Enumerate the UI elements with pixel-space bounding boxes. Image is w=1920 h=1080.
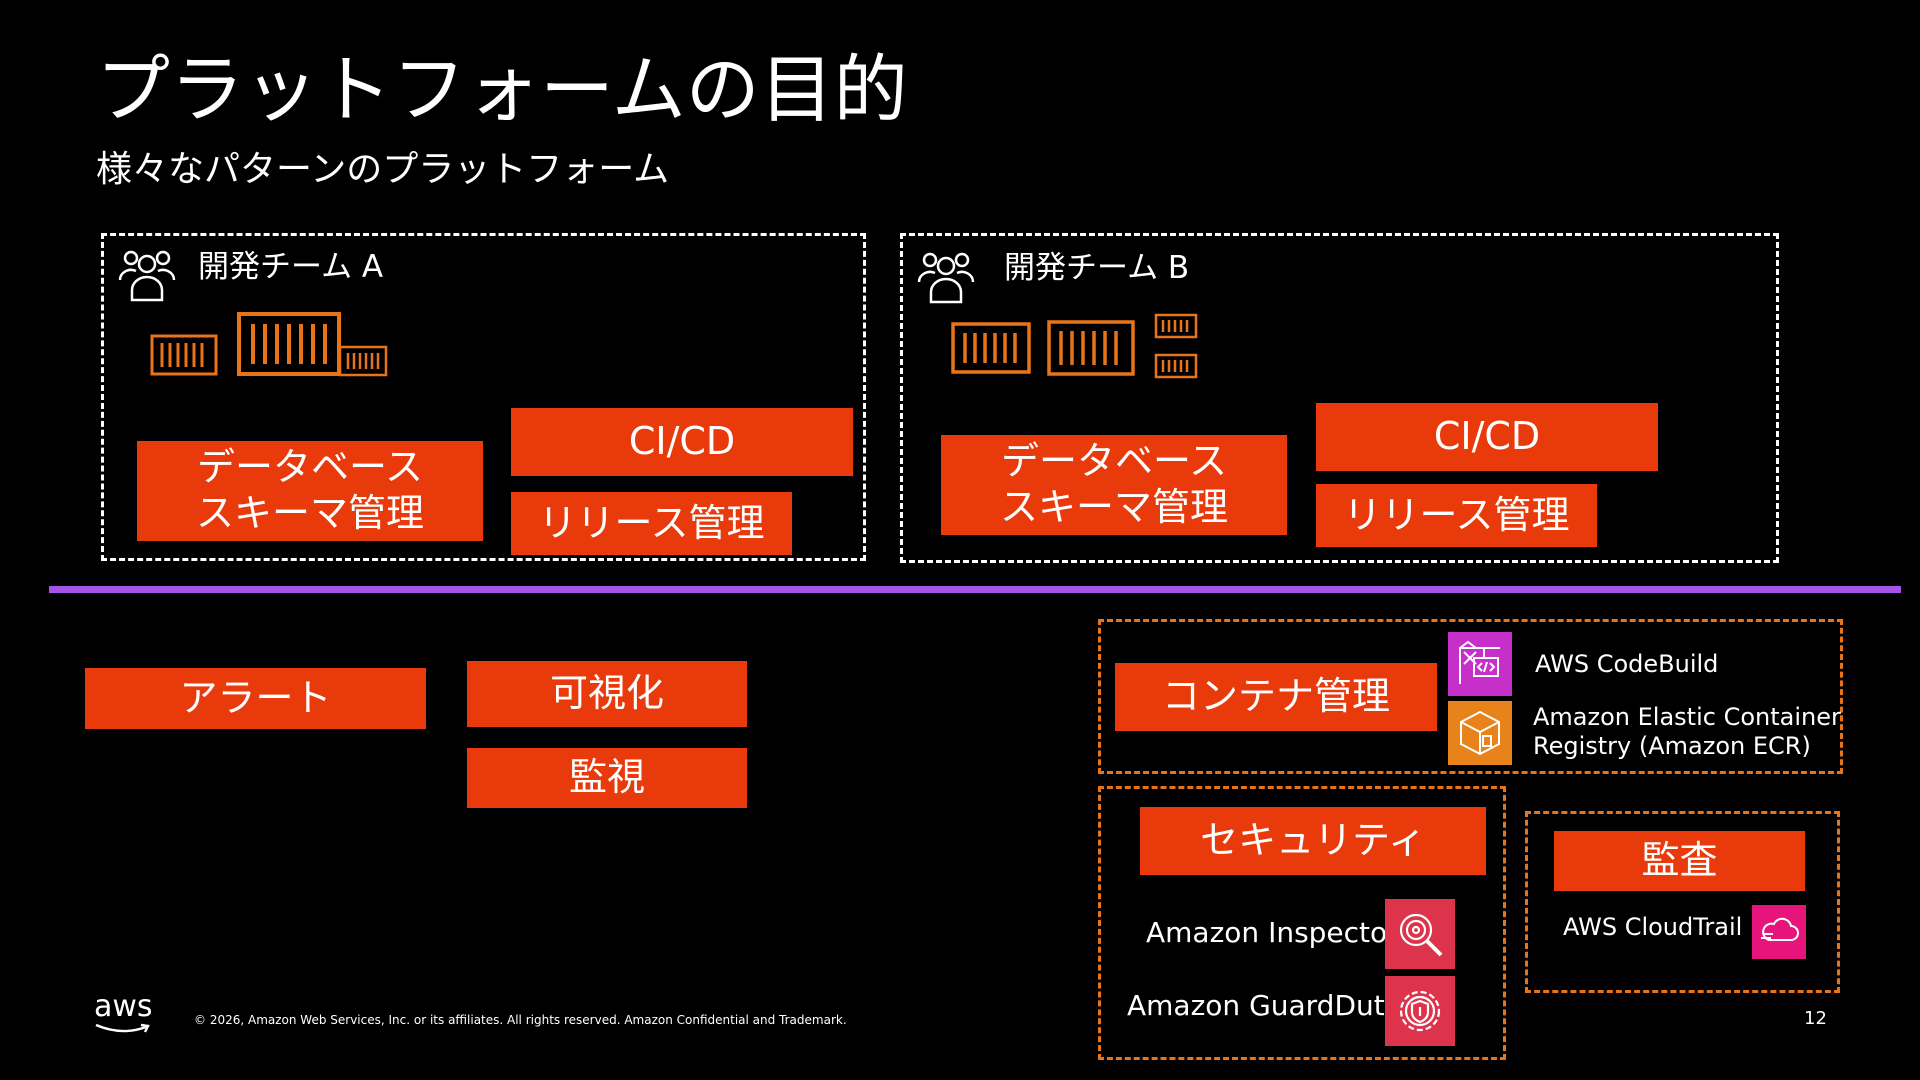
security-box: セキュリティ [1140,807,1486,875]
ecr-label: Amazon Elastic Container Registry (Amazo… [1533,703,1841,760]
team-a-label: 開発チーム A [198,249,384,285]
team-a-release-box: リリース管理 [511,492,792,555]
page-title: プラットフォームの目的 [96,47,908,133]
cloudtrail-icon [1752,905,1806,959]
shipping-container-icon [338,345,388,381]
team-a-cicd-box: CI/CD [511,408,853,476]
shipping-container-icon [1047,320,1135,380]
shipping-container-icon [951,322,1031,378]
team-b-label: 開発チーム B [1004,250,1190,286]
codebuild-icon [1448,632,1512,696]
inspector-label: Amazon Inspector [1146,916,1399,949]
team-a-db-schema-box: データベース スキーマ管理 [137,441,483,541]
shipping-container-icon [237,312,341,380]
team-a-group [101,233,866,561]
platform-divider [49,586,1901,593]
guardduty-label: Amazon GuardDuty [1127,989,1402,1022]
page-subtitle: 様々なパターンのプラットフォーム [96,149,670,190]
aws-logo: aws [94,992,154,1035]
team-b-group [900,233,1779,563]
shipping-container-icon [1154,313,1198,343]
page-number: 12 [1804,1008,1827,1029]
inspector-icon [1385,899,1455,969]
copyright-text: © 2026, Amazon Web Services, Inc. or its… [194,1013,847,1027]
audit-group [1525,811,1840,993]
alert-box: アラート [85,668,426,729]
shipping-container-icon [1154,353,1198,383]
shipping-container-icon [150,334,218,380]
container-management-box: コンテナ管理 [1115,663,1437,731]
container-management-group [1098,619,1843,774]
cloudtrail-label: AWS CloudTrail [1563,913,1743,941]
codebuild-label: AWS CodeBuild [1535,650,1719,678]
visualization-box: 可視化 [467,661,747,727]
security-group [1098,786,1506,1060]
ecr-icon [1448,701,1512,765]
team-b-cicd-box: CI/CD [1316,403,1658,471]
audit-box: 監査 [1554,831,1805,891]
team-b-release-box: リリース管理 [1316,484,1597,547]
users-icon [917,248,975,310]
monitoring-box: 監視 [467,748,747,808]
guardduty-icon [1385,976,1455,1046]
users-icon [118,246,176,308]
team-b-db-schema-box: データベース スキーマ管理 [941,435,1287,535]
